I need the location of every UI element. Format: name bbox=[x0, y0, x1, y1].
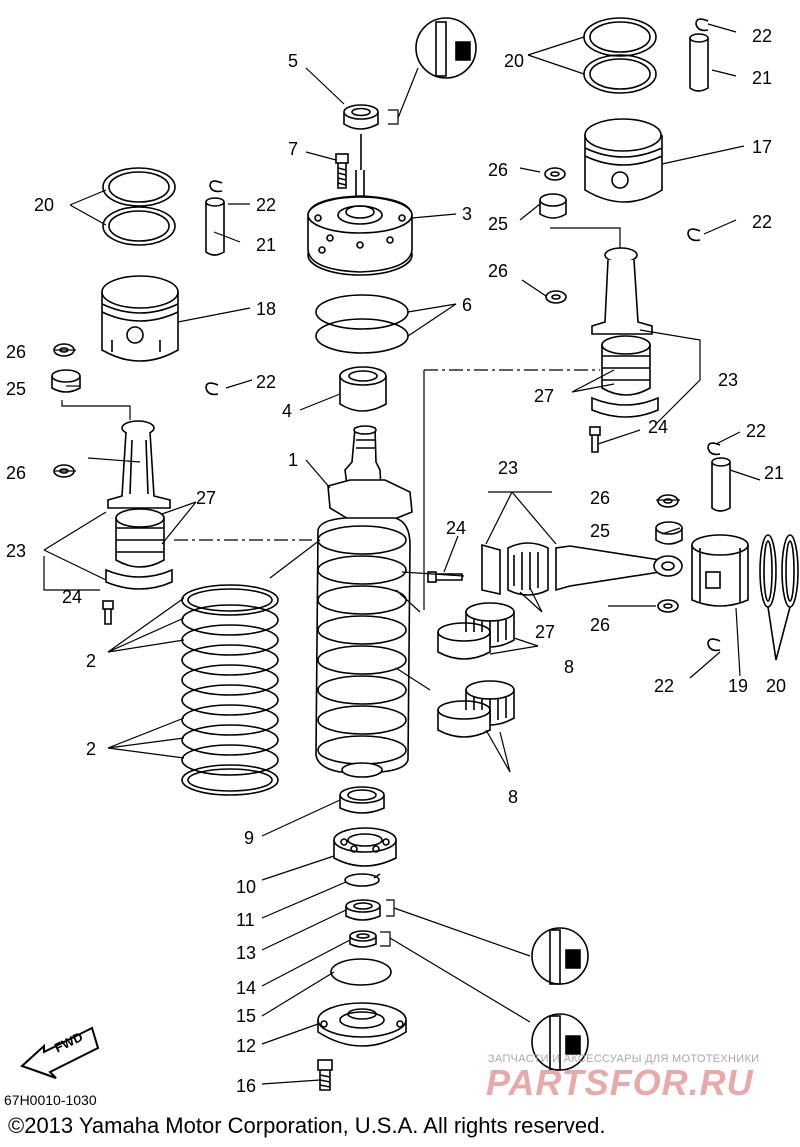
callout-5: 5 bbox=[288, 51, 299, 71]
callout-22-right-top: 22 bbox=[752, 26, 773, 46]
callout-23-left: 23 bbox=[6, 541, 27, 561]
callout-15: 15 bbox=[236, 1006, 257, 1026]
callout-3: 3 bbox=[462, 204, 473, 224]
callout-4: 4 bbox=[282, 401, 293, 421]
bolt-7 bbox=[335, 153, 349, 189]
callout-19: 19 bbox=[728, 676, 749, 696]
callout-22-left-top: 22 bbox=[256, 195, 277, 215]
o-ring-15 bbox=[330, 958, 392, 986]
piston-right bbox=[691, 534, 749, 607]
callout-16: 16 bbox=[236, 1076, 257, 1096]
callout-6: 6 bbox=[462, 295, 473, 315]
callout-11: 11 bbox=[236, 910, 255, 930]
oil-seal-13 bbox=[345, 899, 381, 921]
connecting-rod-left bbox=[105, 420, 173, 590]
reference-code: 67H0010-1030 bbox=[4, 1092, 97, 1108]
piston-pin-left bbox=[205, 197, 225, 256]
callout-12: 12 bbox=[236, 1036, 257, 1056]
callout-27-center: 27 bbox=[535, 622, 556, 642]
watermark-caption: ЗАПЧАСТИ И АКСЕССУАРЫ ДЛЯ МОТОТЕХНИКИ bbox=[488, 1053, 760, 1065]
callout-20-right-top: 20 bbox=[504, 51, 525, 71]
callout-21-right-low: 21 bbox=[764, 463, 785, 483]
callout-21-left: 21 bbox=[256, 235, 277, 255]
callout-10: 10 bbox=[236, 877, 257, 897]
callout-20-right-side: 20 bbox=[766, 676, 787, 696]
callout-26-right-bottom: 26 bbox=[590, 615, 611, 635]
callout-25-left: 25 bbox=[6, 379, 27, 399]
callout-22-right-low: 22 bbox=[746, 421, 767, 441]
main-bearings-8 bbox=[437, 602, 515, 738]
piston-rings-left bbox=[102, 167, 176, 246]
piston-rings-right-top bbox=[583, 17, 657, 94]
callout-27-right: 27 bbox=[534, 386, 555, 406]
leader-lines bbox=[43, 23, 761, 1085]
callout-2-lower: 2 bbox=[86, 739, 97, 759]
callout-1: 1 bbox=[288, 450, 299, 470]
small-end-bearing-25 bbox=[51, 193, 683, 545]
bolt-16 bbox=[317, 1059, 333, 1091]
circlip-11 bbox=[344, 873, 381, 887]
callout-26-left-top: 26 bbox=[6, 342, 27, 362]
circlip-22 bbox=[205, 18, 721, 652]
callout-18: 18 bbox=[256, 299, 277, 319]
callout-22-right-mid: 22 bbox=[752, 212, 773, 232]
callout-25-right-top: 25 bbox=[488, 214, 509, 234]
callout-21-right-top: 21 bbox=[752, 68, 773, 88]
oil-seal-top bbox=[343, 104, 379, 170]
rod-bolt-24 bbox=[102, 426, 601, 625]
callout-17: 17 bbox=[752, 137, 773, 157]
callout-24-left: 24 bbox=[62, 587, 83, 607]
callout-8-upper: 8 bbox=[564, 657, 575, 677]
callout-25-right-low: 25 bbox=[590, 521, 611, 541]
oil-seal-housing-12 bbox=[317, 1002, 407, 1047]
oil-seal-14 bbox=[349, 930, 377, 948]
callout-24-center: 24 bbox=[446, 518, 467, 538]
ball-bearing-10 bbox=[333, 827, 397, 867]
piston-right-top bbox=[584, 118, 663, 203]
callout-26-right-low: 26 bbox=[590, 488, 611, 508]
callout-9: 9 bbox=[244, 828, 255, 848]
callout-7: 7 bbox=[288, 139, 299, 159]
lubricant-indicator bbox=[415, 17, 589, 1071]
callout-22-right-bottom: 22 bbox=[654, 676, 675, 696]
callout-26-right-mid: 26 bbox=[488, 261, 509, 281]
callout-20-left: 20 bbox=[34, 195, 55, 215]
callout-26-right-top: 26 bbox=[488, 160, 509, 180]
crankshaft bbox=[315, 425, 413, 778]
fwd-arrow bbox=[20, 1026, 100, 1079]
oil-seal-9 bbox=[339, 786, 385, 814]
callout-23-right: 23 bbox=[718, 370, 739, 390]
callout-23-center: 23 bbox=[498, 458, 519, 478]
piston-pin-right-top bbox=[689, 33, 709, 92]
callout-27-left: 27 bbox=[196, 488, 217, 508]
piston-left bbox=[101, 275, 179, 362]
callout-26-left-bottom: 26 bbox=[6, 463, 27, 483]
piston-pin-right bbox=[711, 457, 731, 512]
callout-22-left-bottom: 22 bbox=[256, 372, 277, 392]
callout-13: 13 bbox=[236, 943, 257, 963]
connecting-rod-right bbox=[591, 247, 659, 418]
watermark-logo: PARTSFOR.RU bbox=[486, 1062, 754, 1103]
connecting-rod-horizontal bbox=[481, 542, 683, 596]
callout-2-upper: 2 bbox=[86, 651, 97, 671]
callout-8-lower: 8 bbox=[508, 787, 519, 807]
callout-24-right: 24 bbox=[648, 417, 669, 437]
copyright-notice: ©2013 Yamaha Motor Corporation, U.S.A. A… bbox=[8, 1113, 606, 1138]
piston-rings-right-side bbox=[759, 534, 799, 661]
labyrinth-seal-rings-2 bbox=[181, 584, 279, 796]
callout-14: 14 bbox=[236, 978, 257, 998]
oil-seal-housing bbox=[307, 170, 413, 276]
o-rings-6 bbox=[315, 294, 409, 354]
needle-bearing-4 bbox=[339, 366, 387, 412]
